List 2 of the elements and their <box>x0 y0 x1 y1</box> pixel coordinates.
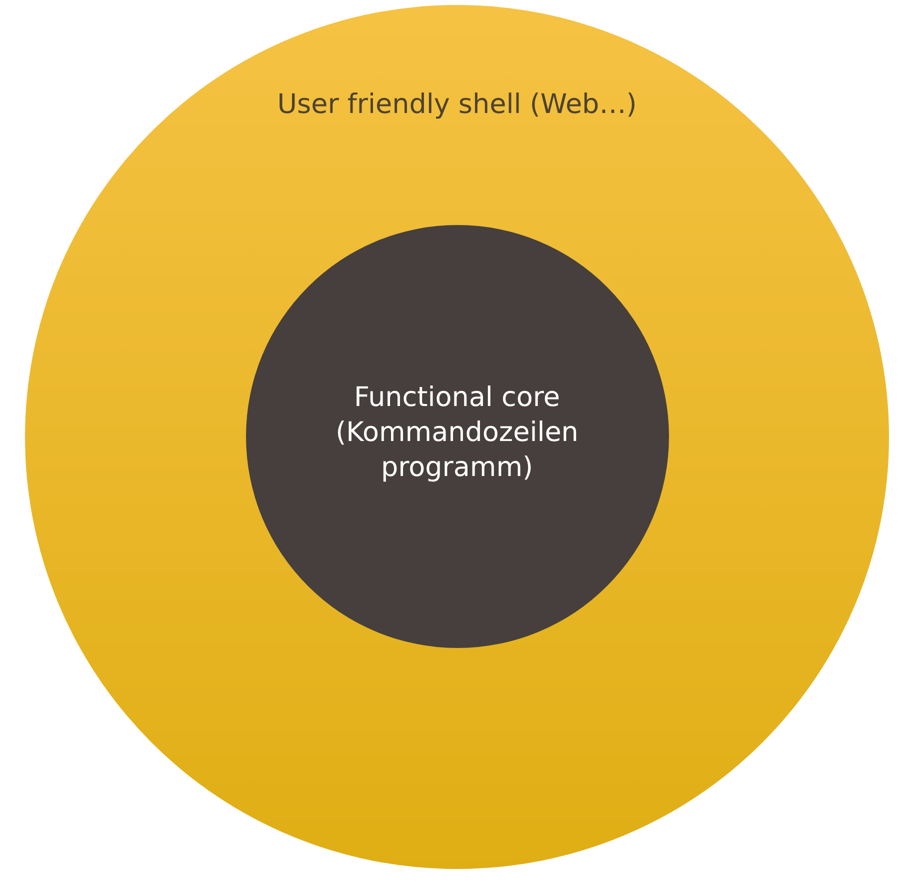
circle-label: User friendly shell (Web…) <box>277 88 637 122</box>
circle-label: Functional core (Kommandozeilen programm) <box>334 381 580 486</box>
